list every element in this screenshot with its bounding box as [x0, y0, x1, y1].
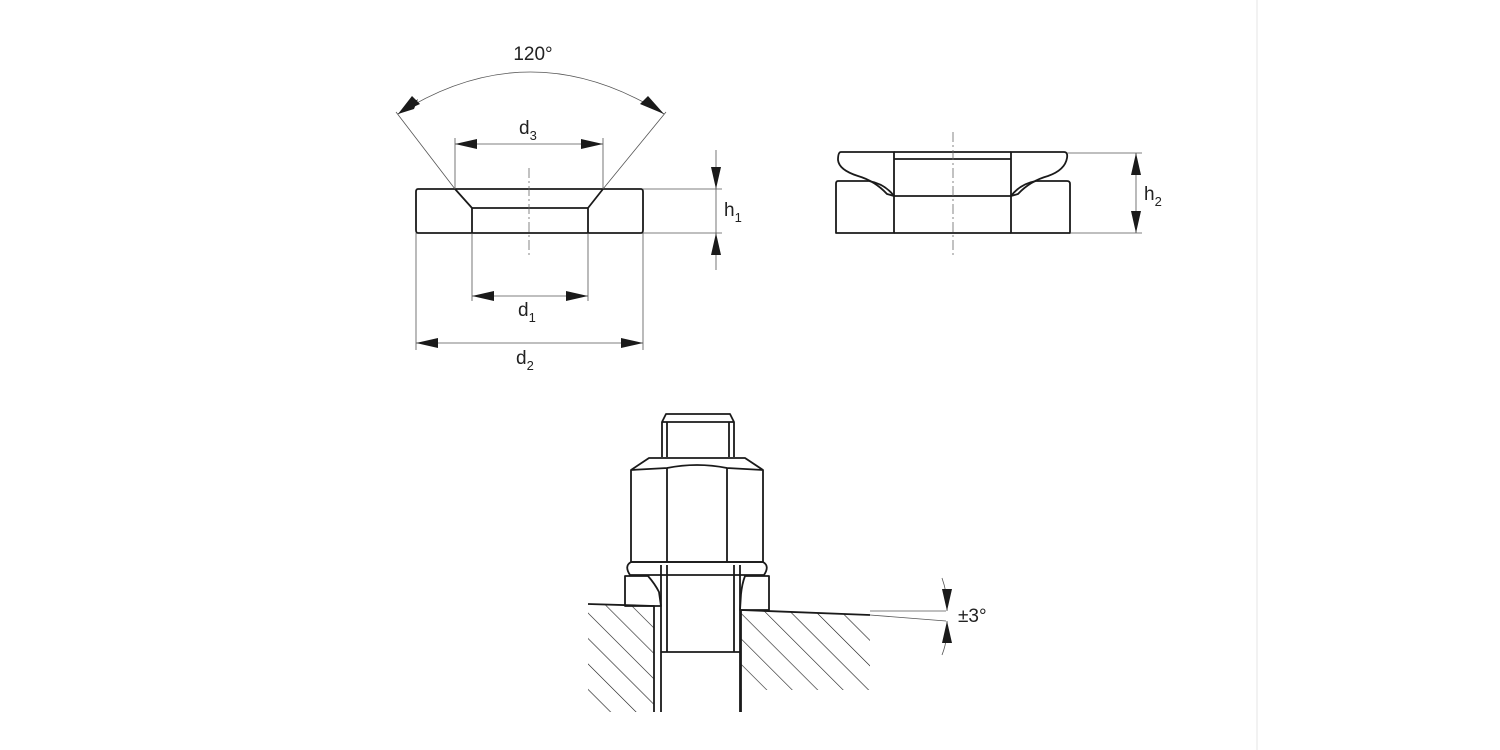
- d3-dimension: [454, 138, 604, 189]
- arrow-icon: [566, 291, 588, 301]
- tilt-label: ±3°: [958, 606, 987, 627]
- spherical-washer-set-view: h2: [835, 132, 1162, 256]
- lower-washer-right: [1010, 180, 1071, 234]
- arrow-icon: [416, 338, 438, 348]
- h1-dimension: [643, 150, 722, 270]
- arrow-icon: [455, 139, 477, 149]
- arrow-icon: [942, 589, 952, 611]
- base-section-right: [741, 610, 870, 690]
- bolt-assembly-view: ±3°: [587, 413, 987, 712]
- conical-seat-right: [739, 575, 770, 611]
- washer-section-right: [587, 188, 644, 234]
- stud-shank: [660, 565, 741, 712]
- washer-section-left: [415, 188, 473, 234]
- arrow-icon: [942, 621, 952, 643]
- arrow-icon: [472, 291, 494, 301]
- angle-label: 120°: [513, 44, 552, 65]
- d1-label: d1: [518, 300, 536, 325]
- arrow-icon: [711, 233, 721, 255]
- h2-label: h2: [1144, 184, 1162, 209]
- upper-washer-left: [837, 151, 895, 197]
- conical-washer-view: 120° d3 d1 d2 h1: [395, 44, 742, 373]
- arrow-icon: [398, 96, 420, 114]
- upper-washer-right: [1010, 151, 1069, 197]
- d2-dimension: [415, 233, 644, 350]
- arrow-icon: [621, 338, 643, 348]
- base-section-left: [588, 604, 654, 712]
- lower-washer-left: [835, 180, 895, 234]
- hex-nut: [630, 457, 764, 563]
- conical-seat-left: [624, 575, 662, 607]
- stud-top: [661, 413, 735, 457]
- d2-label: d2: [516, 348, 534, 373]
- arrow-icon: [640, 96, 664, 114]
- arrow-icon: [1131, 153, 1141, 175]
- spherical-washer-top: [626, 561, 768, 576]
- arrow-icon: [1131, 211, 1141, 233]
- arrow-icon: [711, 167, 721, 189]
- d1-dimension: [471, 233, 589, 301]
- d3-label: d3: [519, 118, 537, 143]
- angle-dimension: [395, 71, 667, 190]
- arrow-icon: [581, 139, 603, 149]
- h2-dimension: [1067, 152, 1142, 234]
- tilt-reference-lines: [869, 610, 947, 622]
- washer-set-bore-lines: [894, 151, 1011, 234]
- h1-label: h1: [724, 200, 742, 225]
